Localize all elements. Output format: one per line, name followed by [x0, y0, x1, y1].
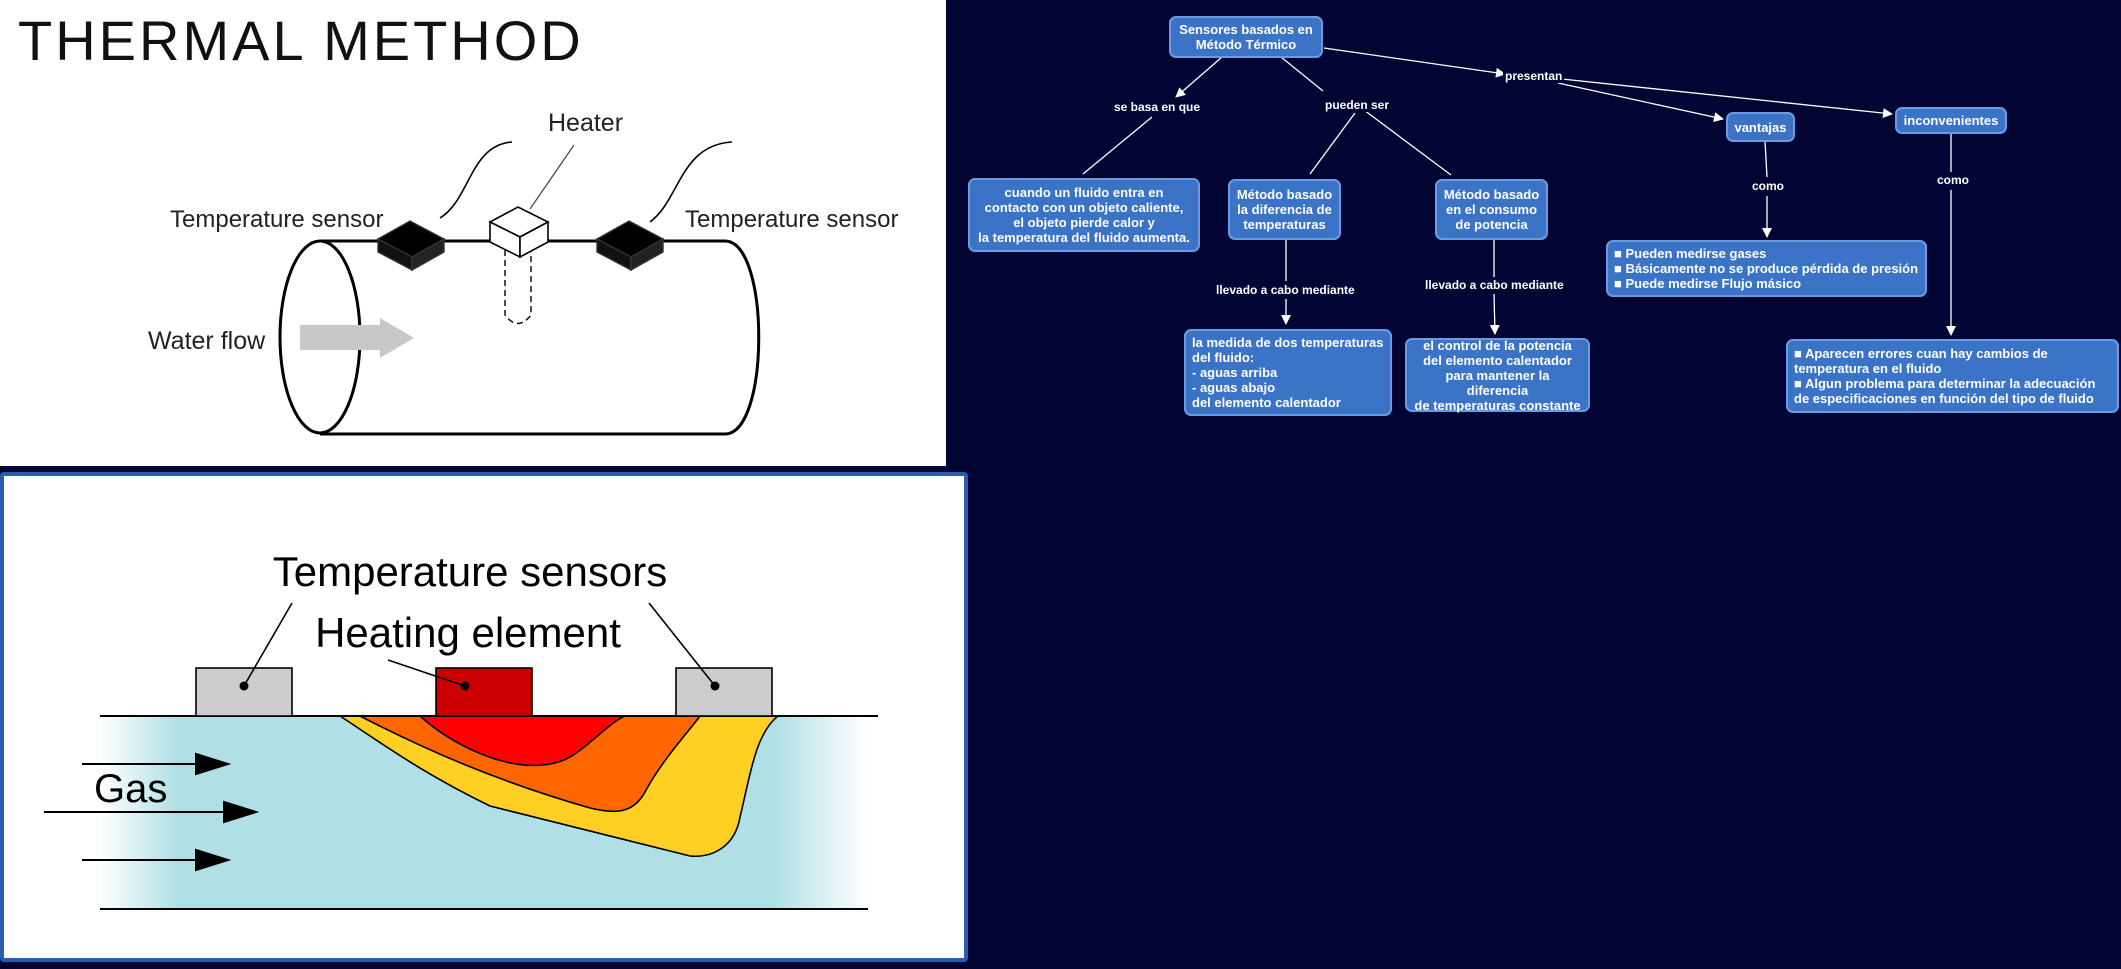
heater-cube	[488, 206, 550, 259]
link-label-llevado-2: llevado a cabo mediante	[1423, 278, 1566, 292]
concept-node-control[interactable]: el control de la potencia del elemento c…	[1405, 338, 1590, 413]
thermal-title: THERMAL METHOD	[18, 9, 584, 72]
gas-label: Gas	[94, 767, 167, 811]
concept-map-connectors	[1082, 47, 1956, 336]
sensor-wire-right	[649, 141, 733, 223]
concept-node-ventajas-list[interactable]: ■ Pueden medirse gases ■ Básicamente no …	[1606, 240, 1927, 297]
link-label-como-2: como	[1935, 173, 1972, 187]
heat-zone-red	[417, 715, 626, 767]
heater-leader-line	[529, 144, 575, 210]
sensor-leader-right	[648, 602, 716, 687]
temperature-sensors-label: Temperature sensors	[273, 548, 668, 595]
link-label-como-1: como	[1750, 179, 1787, 193]
temperature-sensor-right	[595, 220, 665, 272]
sensor-wire-left	[439, 141, 513, 219]
link-label-llevado-1: llevado a cabo mediante	[1214, 283, 1357, 297]
temperature-sensor-downstream	[675, 667, 773, 717]
temperature-sensor-label-right: Temperature sensor	[685, 206, 898, 233]
temperature-sensor-left	[376, 220, 446, 272]
temperature-sensor-upstream	[195, 667, 293, 717]
concept-node-definicion[interactable]: cuando un fluido entra en contacto con u…	[968, 178, 1200, 252]
concept-node-inconvenientes-list[interactable]: ■ Aparecen errores cuan hay cambios de t…	[1786, 339, 2119, 413]
thermal-method-illustration: THERMAL METHOD Hea	[18, 9, 898, 436]
heater-label: Heater	[548, 109, 623, 137]
gas-flow-diagram: Temperature sensors Heating element Gas	[0, 472, 968, 962]
link-label-pueden-ser: pueden ser	[1323, 98, 1392, 112]
concept-node-medida[interactable]: la medida de dos temperaturas del fluido…	[1184, 329, 1392, 416]
heating-leader	[387, 659, 466, 687]
gas-flow-panel: Temperature sensors Heating element Gas	[0, 472, 970, 964]
gas-flow-arrows	[44, 752, 260, 872]
link-label-presentan: presentan	[1503, 69, 1565, 83]
concept-map: Sensores basados en Método Térmico se ba…	[946, 0, 2121, 472]
temperature-sensor-label-left: Temperature sensor	[170, 206, 383, 233]
concept-node-inconvenientes[interactable]: inconvenientes	[1895, 107, 2007, 134]
water-flow-label: Water flow	[148, 327, 266, 355]
thermal-method-panel: THERMAL METHOD Hea	[0, 0, 946, 466]
concept-node-metodo-diferencia[interactable]: Método basado la diferencia de temperatu…	[1228, 179, 1341, 240]
heating-element-label: Heating element	[315, 609, 621, 656]
sensor-leader-left	[243, 602, 293, 687]
concept-node-ventajas[interactable]: vantajas	[1726, 112, 1795, 142]
link-label-se-basa: se basa en que	[1112, 100, 1203, 114]
heating-element	[435, 667, 533, 717]
concept-node-root[interactable]: Sensores basados en Método Térmico	[1169, 16, 1323, 58]
heater-probe	[504, 250, 532, 325]
water-flow-arrow	[300, 318, 414, 358]
concept-node-metodo-potencia[interactable]: Método basado en el consumo de potencia	[1435, 179, 1548, 240]
